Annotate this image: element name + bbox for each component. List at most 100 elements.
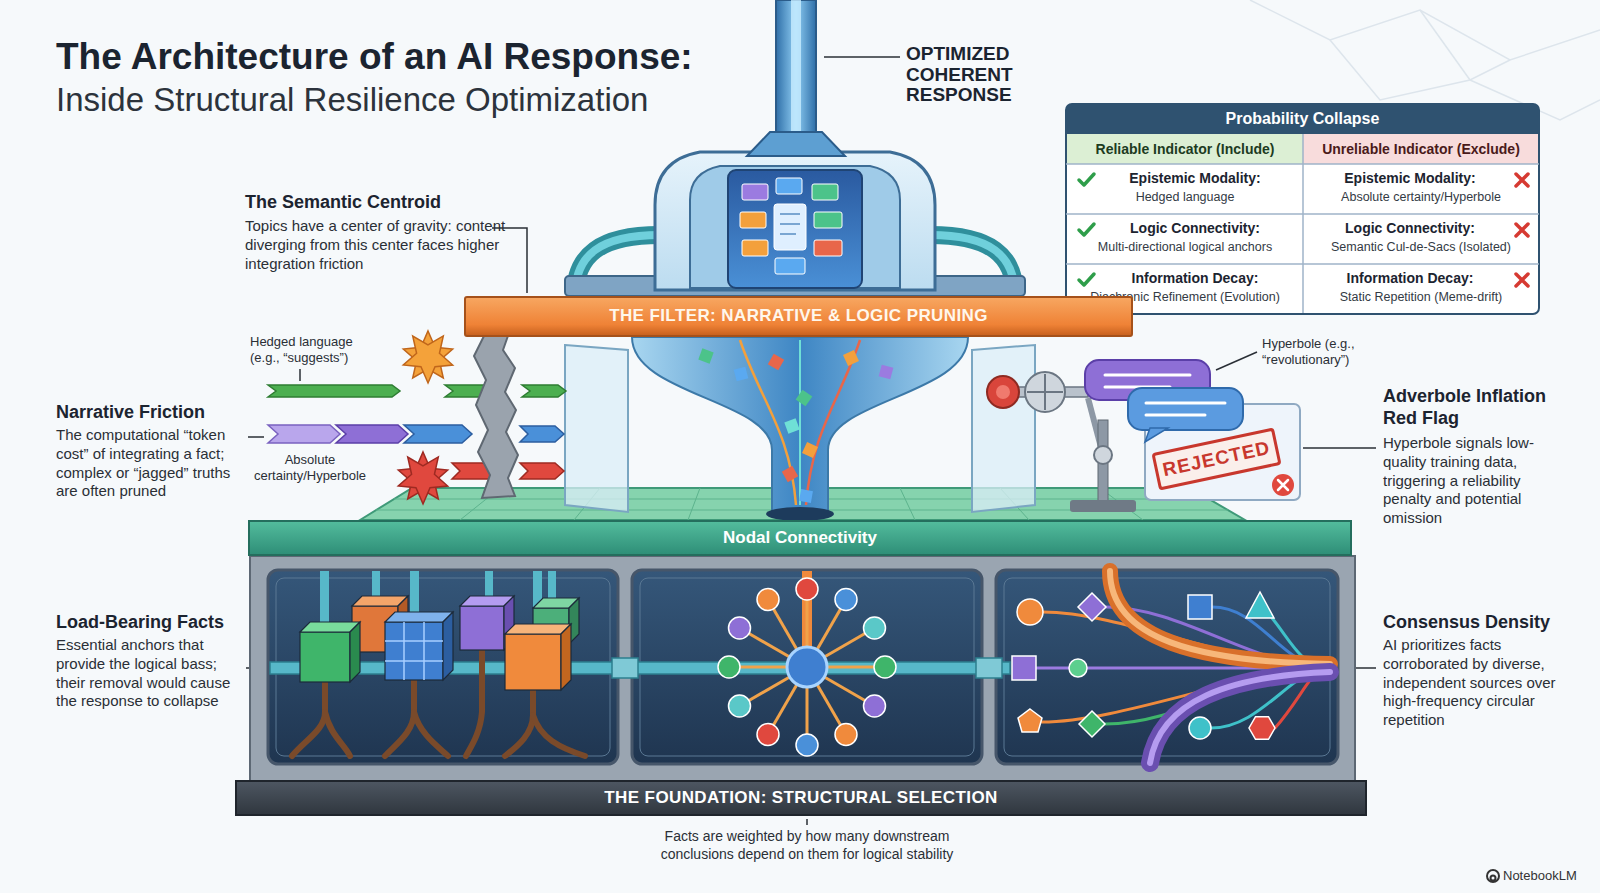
consensus-stream (1110, 571, 1330, 664)
connector-pipe (548, 571, 556, 598)
connector-pipe (372, 571, 380, 596)
rejection-machine (1070, 500, 1136, 512)
pruning-funnel (784, 418, 799, 433)
pruning-funnel (843, 350, 859, 366)
cross-icon (1516, 174, 1528, 286)
pruning-funnel (734, 367, 749, 382)
jagged-wall (474, 312, 518, 498)
brand-icon (1487, 870, 1499, 882)
check-icon (1079, 174, 1094, 285)
grid-floor (900, 488, 915, 520)
callout-text: Essential anchors that provide the logic… (56, 636, 246, 711)
response-tower (791, 0, 801, 140)
callout-heading: Adverbole Inflation Red Flag (1383, 386, 1568, 429)
response-tower (740, 212, 766, 228)
node-text: THE FILTER: NARRATIVE & LOGIC PRUNING (609, 306, 988, 326)
input-arrow (520, 463, 564, 479)
node-hub (757, 589, 779, 611)
table-cell: Epistemic Modality: (1100, 170, 1290, 187)
response-tower (742, 184, 768, 200)
response-tower (780, 213, 800, 215)
rejection-machine (1094, 446, 1112, 464)
filter-slab: THE FILTER: NARRATIVE & LOGIC PRUNING (464, 296, 1133, 337)
speech-bubble (1085, 360, 1243, 442)
caption: Facts are weighted by how many downstrea… (640, 828, 974, 863)
source-shape (1079, 711, 1105, 737)
source-shape (1069, 659, 1087, 677)
leader-line (246, 57, 1376, 825)
source-shape (1189, 717, 1211, 739)
rejected-card (1278, 480, 1288, 490)
cross-icon (1516, 224, 1528, 236)
response-tower (776, 0, 816, 140)
source-shape (1246, 592, 1274, 618)
response-tower (655, 152, 935, 290)
fact-roots (292, 682, 325, 756)
foundation-housing (250, 556, 1355, 782)
arrow-label: Hedged language (e.g., “suggests”) (250, 334, 375, 366)
consensus-stream (1150, 672, 1330, 763)
source-shape (1017, 599, 1043, 625)
node-hub (757, 724, 779, 746)
speech-bubble (1145, 428, 1168, 442)
node-hub (835, 724, 857, 746)
arrow-label: Absolute certainty/Hyperbole (246, 452, 374, 484)
pruning-funnel (799, 340, 801, 505)
fact-cube (505, 634, 561, 690)
input-arrow (268, 425, 340, 443)
pruning-funnel (802, 442, 818, 458)
fact-cube (385, 622, 443, 680)
leader-line (1216, 352, 1257, 370)
filter-table (1067, 134, 1303, 164)
node-hub (874, 656, 896, 678)
table-cell: Static Repetition (Meme-drift) (1306, 290, 1536, 305)
response-tower (747, 132, 845, 156)
leader-line (806, 819, 808, 825)
pruning-funnel (632, 337, 968, 514)
network-lines (1250, 0, 1600, 120)
response-tower (814, 212, 842, 228)
fact-cube (385, 612, 453, 622)
speech-bubble (1146, 402, 1225, 405)
pruning-funnel (799, 489, 813, 503)
rejection-machine (996, 385, 1010, 399)
table-cell: Information Decay: (1100, 270, 1290, 287)
callout-heading: The Semantic Centroid (245, 192, 505, 214)
response-tower (728, 170, 862, 288)
brand-icon (1487, 870, 1499, 882)
rejected-card (1272, 474, 1294, 496)
glass-panel (972, 345, 1035, 512)
grid-floor (688, 488, 700, 520)
pruning-funnel (782, 466, 798, 482)
callout-heading: Narrative Friction (56, 402, 246, 424)
fact-cube (443, 612, 453, 680)
connector-pipe (320, 571, 329, 622)
rejection-machine (1025, 372, 1065, 412)
network-lines (1330, 40, 1510, 100)
node-hub (729, 589, 885, 745)
connector-pipe (612, 658, 638, 678)
leader-line (824, 56, 900, 58)
indicator-table: Probability Collapse (1066, 104, 1539, 314)
fact-cube (505, 624, 571, 634)
fact-cube (300, 596, 579, 690)
node-text: Probability Collapse (1226, 104, 1380, 134)
source-shape (1249, 717, 1275, 740)
filter-table (1303, 134, 1538, 164)
callout-heading: Consensus Density (1383, 612, 1583, 634)
foundation-housing (996, 570, 1338, 764)
fact-roots (414, 712, 448, 756)
node-hub (796, 734, 818, 756)
fact-roots (385, 680, 414, 756)
leader-line (1303, 447, 1376, 449)
fact-cube (561, 624, 571, 690)
pruning-funnel (766, 507, 834, 521)
rejection-machine (1027, 391, 1063, 393)
node-text: THE FOUNDATION: STRUCTURAL SELECTION (604, 788, 997, 808)
friction-burst (391, 442, 459, 509)
filter-table (1066, 104, 1539, 314)
network-lines (1250, 0, 1600, 60)
table-cell: Hedged language (1070, 190, 1300, 205)
callout-text: AI prioritizes facts corroborated by div… (1383, 636, 1568, 730)
check-icon (1079, 224, 1094, 235)
